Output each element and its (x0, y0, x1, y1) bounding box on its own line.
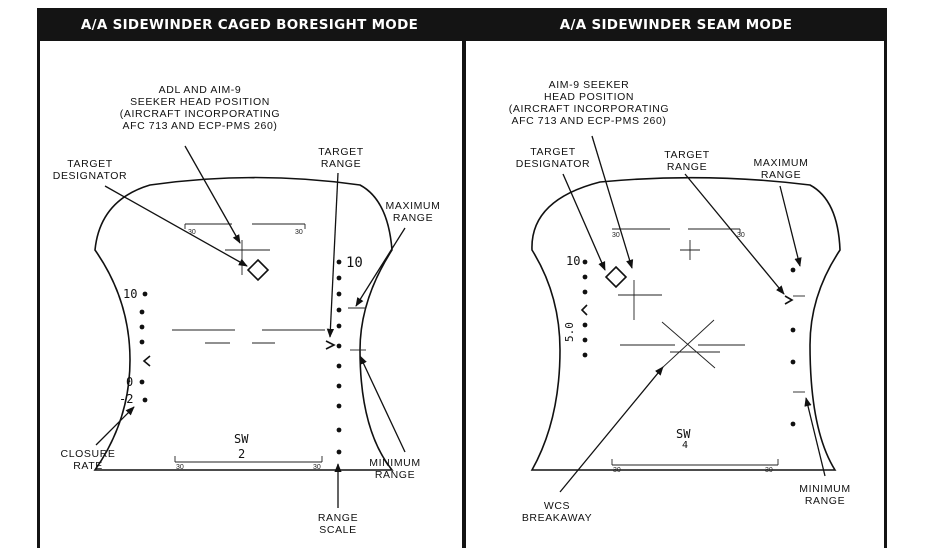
label-line: TARGET (318, 146, 364, 158)
label-range-scale: RANGE SCALE (305, 512, 371, 536)
arrow-wcs-breakaway (559, 366, 664, 493)
label-left-target-range: TARGET RANGE (306, 146, 376, 170)
arrow-aim9-seeker (591, 135, 634, 269)
label-line: SCALE (319, 524, 357, 536)
label-line: CLOSURE (60, 448, 116, 460)
label-line: RANGE (374, 469, 416, 481)
right-panel-title: A/A SIDEWINDER SEAM MODE (466, 8, 886, 41)
left-weapon-count: 2 (238, 447, 246, 461)
label-line: RANGE (392, 212, 434, 224)
label-line: MAXIMUM (753, 157, 809, 169)
label-line: RANGE (804, 495, 846, 507)
arrow-right-maximum-range (779, 185, 802, 267)
label-line: AFC 713 AND ECP-PMS 260) (122, 120, 278, 132)
right-range-scale-dots (790, 267, 796, 427)
label-line: RANGE (666, 161, 708, 173)
right-pitch-bottom-left: 30 (613, 467, 621, 474)
arrow-right-minimum-range (804, 397, 826, 477)
label-left-target-designator: TARGET DESIGNATOR (45, 158, 135, 182)
label-right-target-range: TARGET RANGE (652, 149, 722, 173)
arrow-adl-seeker (184, 145, 241, 244)
label-line: MINIMUM (369, 457, 421, 469)
label-line: MAXIMUM (385, 200, 441, 212)
label-line: RANGE (760, 169, 802, 181)
left-pitch-bottom-left: 30 (176, 464, 184, 471)
right-hud-outline (530, 176, 841, 471)
label-adl-seeker: ADL AND AIM-9 SEEKER HEAD POSITION (AIRC… (95, 84, 305, 132)
label-wcs-breakaway: WCS BREAKAWAY (512, 500, 602, 524)
label-line: ADL AND AIM-9 (158, 84, 242, 96)
right-pitch-top-left: 30 (612, 232, 620, 239)
label-line: MINIMUM (799, 483, 851, 495)
center-divider (462, 8, 466, 548)
left-closure-scale-dots (139, 291, 148, 403)
label-line: AFC 713 AND ECP-PMS 260) (511, 115, 667, 127)
left-panel-title: A/A SIDEWINDER CAGED BORESIGHT MODE (37, 8, 462, 41)
label-line: TARGET (664, 149, 710, 161)
label-line: SEEKER HEAD POSITION (130, 96, 270, 108)
label-line: (AIRCRAFT INCORPORATING (508, 103, 670, 115)
right-closure-scale-dots (582, 259, 588, 358)
arrow-right-target-range (684, 173, 785, 295)
left-closure-top: 10 (123, 287, 138, 301)
arrow-left-minimum-range (359, 355, 406, 453)
right-weapon-type: SW (676, 427, 691, 441)
left-range-scale-value: 10 (346, 255, 363, 271)
left-range-scale-dots (336, 259, 342, 455)
right-pitch-top-right: 30 (737, 232, 745, 239)
label-closure-rate: CLOSURE RATE (50, 448, 126, 472)
left-hud-outline (93, 176, 394, 471)
label-left-maximum-range: MAXIMUM RANGE (378, 200, 448, 224)
label-line: DESIGNATOR (52, 170, 128, 182)
left-closure-zero: 0 (126, 375, 134, 389)
left-pitch-bottom-right: 30 (313, 464, 321, 471)
label-right-minimum-range: MINIMUM RANGE (790, 483, 860, 507)
label-line: WCS (543, 500, 571, 512)
arrow-left-target-designator (104, 185, 248, 267)
arrow-right-target-designator (562, 173, 606, 271)
label-line: (AIRCRAFT INCORPORATING (119, 108, 281, 120)
right-pitch-bottom-right: 30 (765, 467, 773, 474)
left-weapon-type: SW (234, 432, 249, 446)
label-left-minimum-range: MINIMUM RANGE (360, 457, 430, 481)
left-frame-line (37, 8, 40, 548)
label-right-target-designator: TARGET DESIGNATOR (508, 146, 598, 170)
arrow-closure-rate (95, 406, 135, 446)
label-line: RANGE (320, 158, 362, 170)
label-aim9-seeker: AIM-9 SEEKER HEAD POSITION (AIRCRAFT INC… (493, 79, 685, 127)
label-line: RANGE (317, 512, 359, 524)
label-line: DESIGNATOR (515, 158, 591, 170)
right-target-designator-diamond (604, 265, 628, 289)
label-right-maximum-range: MAXIMUM RANGE (746, 157, 816, 181)
left-pitch-top-right: 30 (295, 229, 303, 236)
label-line: AIM-9 SEEKER (548, 79, 630, 91)
left-target-designator-diamond (246, 258, 270, 282)
right-frame-line (884, 8, 887, 548)
label-line: BREAKAWAY (521, 512, 593, 524)
label-line: TARGET (530, 146, 576, 158)
right-closure-bottom: 5.0 (563, 322, 576, 342)
arrow-left-maximum-range (355, 227, 406, 307)
left-pitch-top-left: 30 (188, 229, 196, 236)
label-line: RATE (73, 460, 103, 472)
left-closure-rate-value: -2 (119, 392, 134, 406)
arrow-left-target-range (326, 172, 339, 338)
right-closure-top: 10 (566, 254, 581, 268)
label-line: TARGET (67, 158, 113, 170)
right-weapon-count: 4 (682, 440, 689, 451)
label-line: HEAD POSITION (543, 91, 635, 103)
